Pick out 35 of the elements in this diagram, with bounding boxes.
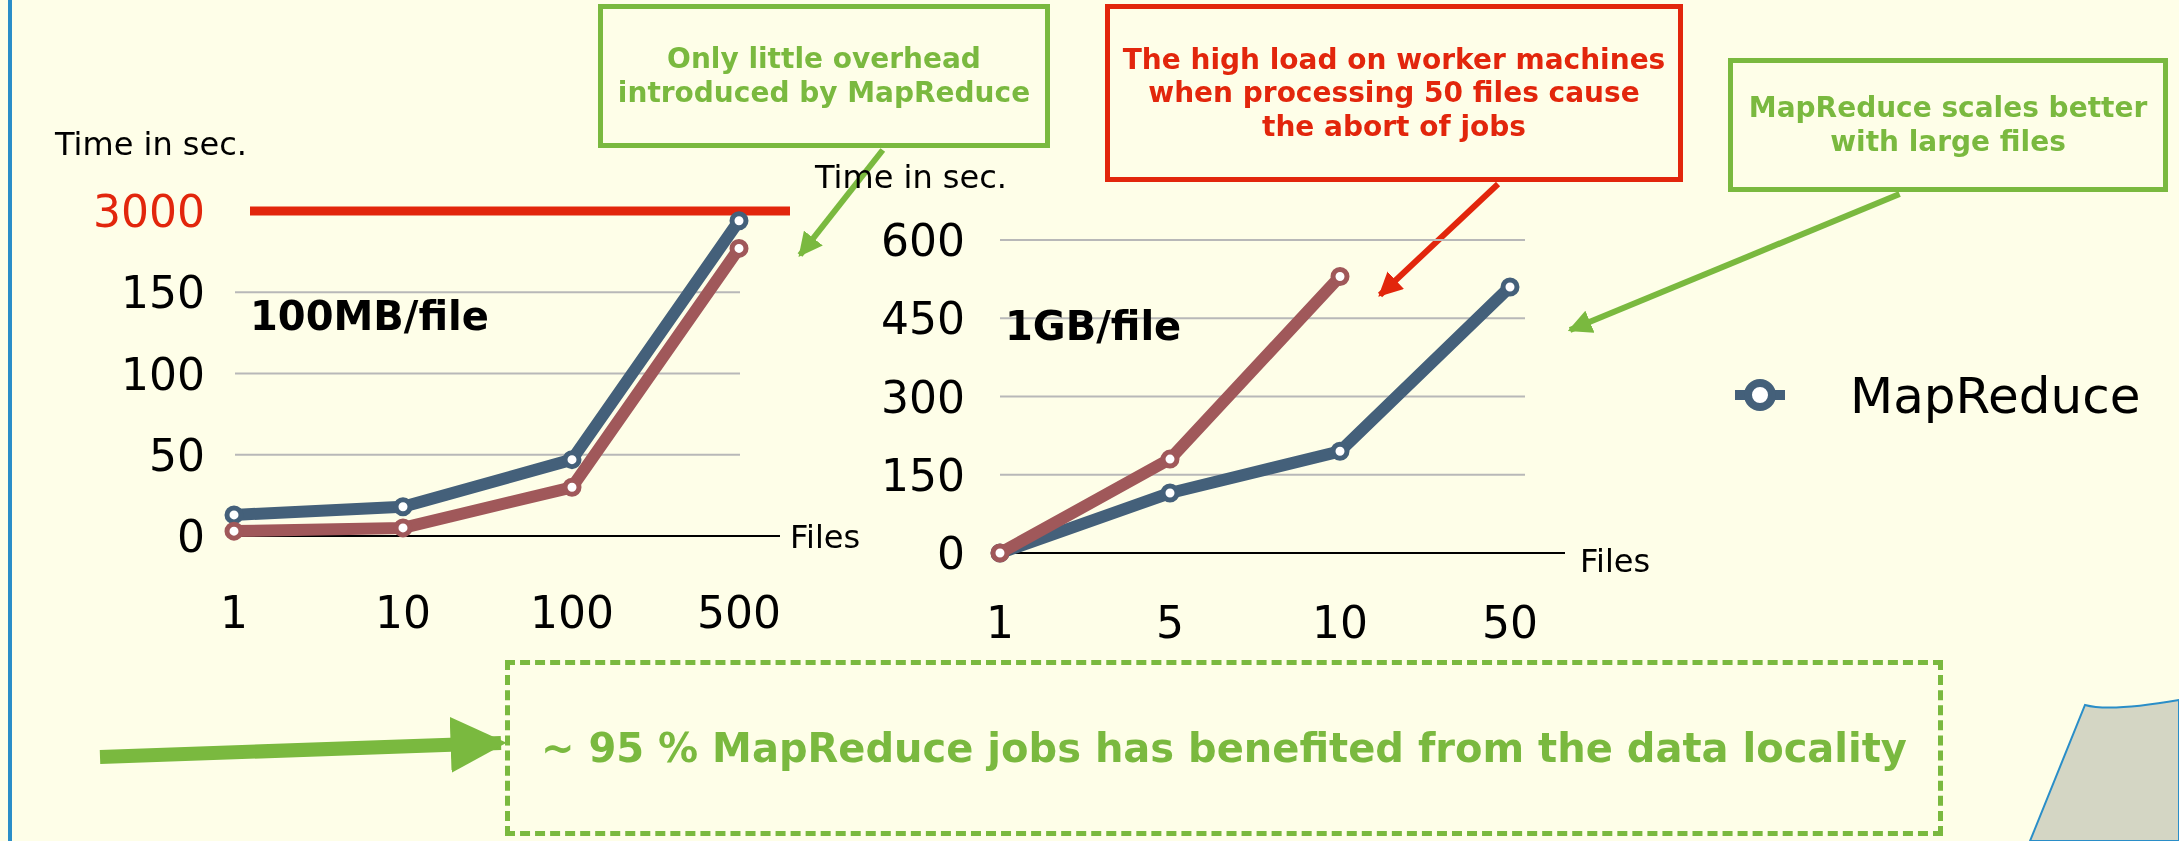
axis-title: Files bbox=[1580, 542, 1651, 580]
tick-label: 300 bbox=[881, 371, 965, 423]
tick-label: 50 bbox=[149, 429, 205, 481]
legend-text: MapReduce bbox=[1850, 367, 2141, 425]
tick-label: 0 bbox=[937, 528, 965, 579]
callout-box bbox=[1105, 4, 1683, 182]
chart-title: 1GB/file bbox=[1005, 303, 1182, 349]
tick-label: 50 bbox=[1482, 597, 1538, 648]
tick-label: 450 bbox=[881, 293, 965, 345]
callout-text: MapReduce scales better with large files bbox=[1747, 91, 2149, 159]
tick-label: 10 bbox=[1312, 597, 1368, 648]
tick-label: 100 bbox=[530, 587, 614, 638]
tick-label: 10 bbox=[375, 587, 431, 638]
tick-label: 500 bbox=[697, 587, 781, 638]
tick-label: 3000 bbox=[93, 186, 205, 237]
tick-label: 1 bbox=[220, 587, 248, 638]
arrow bbox=[1567, 191, 1901, 333]
tick-label: 0 bbox=[177, 511, 205, 562]
axis-title: Files bbox=[790, 518, 861, 556]
tick-label: 1 bbox=[986, 597, 1014, 648]
tick-label: 5 bbox=[1156, 597, 1184, 648]
arrow bbox=[99, 716, 507, 773]
axis-title: Time in sec. bbox=[55, 125, 247, 163]
tick-label: 150 bbox=[121, 267, 205, 319]
callout-text: The high load on worker machines when processing 50 files cause the abort of jobs bbox=[1122, 42, 1666, 144]
tick-label: 100 bbox=[121, 348, 205, 400]
tick-label: 150 bbox=[881, 449, 965, 501]
chart-title: 100MB/file bbox=[250, 293, 489, 339]
callout-text: Only little overhead introduced by MapReduce bbox=[616, 42, 1032, 110]
callout-box bbox=[1728, 58, 2168, 192]
arrow bbox=[1377, 181, 1501, 298]
callout-box bbox=[505, 660, 1943, 836]
callout-box bbox=[598, 4, 1050, 148]
callout-text: ~ 95 % MapReduce jobs has benefited from the data locality bbox=[541, 724, 1907, 772]
tick-label: 600 bbox=[881, 215, 965, 266]
